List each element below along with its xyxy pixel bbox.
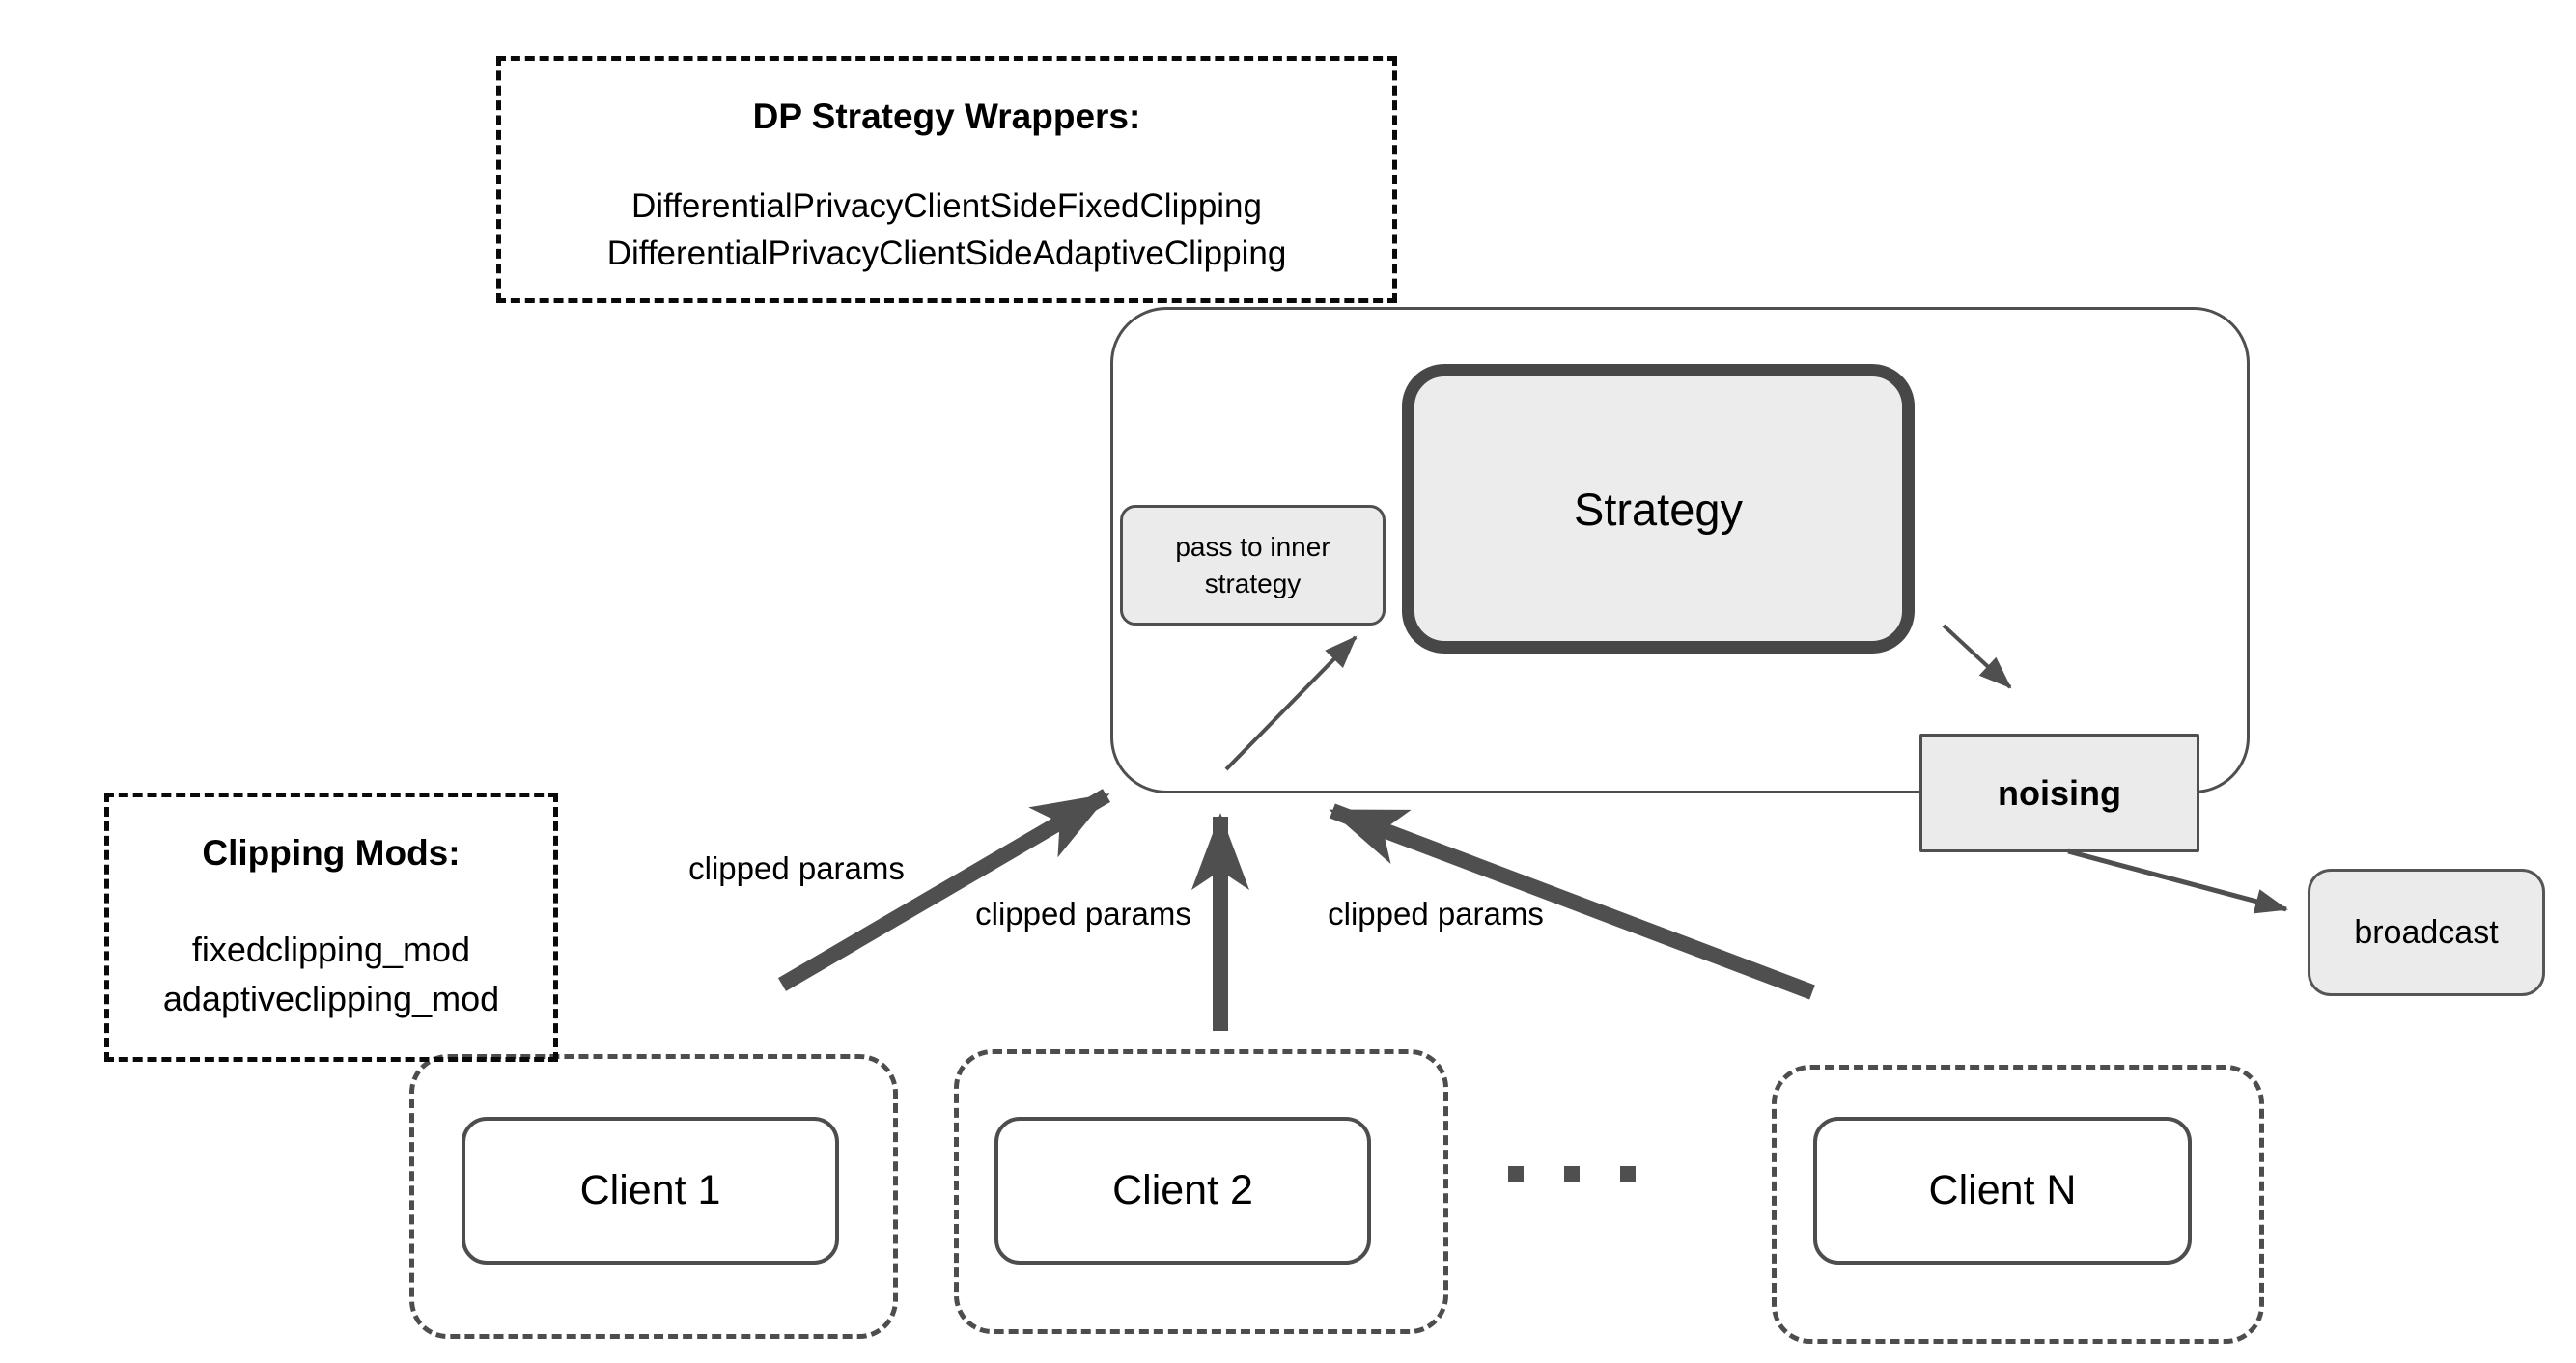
client-2-label: Client 2 xyxy=(1112,1167,1253,1213)
clipped-params-label-2: clipped params xyxy=(975,896,1191,932)
square-dot-icon xyxy=(1564,1166,1580,1182)
clipping-mods-title: Clipping Mods: xyxy=(202,833,461,873)
clipping-mod-name: fixedclipping_mod xyxy=(191,930,471,969)
client-2-box: Client 2 xyxy=(994,1117,1371,1265)
strategy-box: Strategy xyxy=(1402,364,1915,654)
client-n-dashed-box xyxy=(1772,1065,2264,1344)
strategy-label: Strategy xyxy=(1573,483,1744,535)
dp-strategy-wrappers-title: DP Strategy Wrappers: xyxy=(752,97,1141,136)
square-dot-icon xyxy=(1620,1166,1636,1182)
client-1-dashed-box xyxy=(409,1054,898,1339)
clipping-mods-items: fixedclipping_mod adaptiveclipping_mod xyxy=(109,925,553,1023)
noising-box: noising xyxy=(1919,734,2199,852)
broadcast-box: broadcast xyxy=(2308,869,2545,996)
clipped-params-label-3: clipped params xyxy=(1328,896,1544,932)
square-dot-icon xyxy=(1508,1166,1524,1182)
client-1-box: Client 1 xyxy=(462,1117,839,1265)
clipped-params-label-1: clipped params xyxy=(688,850,905,886)
wrapper-class-name: DifferentialPrivacyClientSideAdaptiveCli… xyxy=(606,235,1287,272)
clipping-mods-box: Clipping Mods: fixedclipping_mod adaptiv… xyxy=(104,793,558,1062)
ellipsis-dots-icon xyxy=(1508,1166,1653,1182)
client-1-label: Client 1 xyxy=(579,1167,721,1213)
client-2-dashed-box xyxy=(954,1049,1448,1334)
client-n-box: Client N xyxy=(1813,1117,2192,1265)
pass-to-inner-strategy-box: pass to inner strategy xyxy=(1120,505,1386,626)
client-n-label: Client N xyxy=(1928,1167,2077,1213)
clipping-mod-name: adaptiveclipping_mod xyxy=(162,979,500,1018)
dp-strategy-wrappers-box: DP Strategy Wrappers: DifferentialPrivac… xyxy=(496,56,1397,303)
noising-label: noising xyxy=(1998,772,2121,813)
pass-to-inner-strategy-label: pass to inner strategy xyxy=(1175,531,1330,598)
arrow-client1-to-server xyxy=(777,789,1111,991)
wrapper-class-name: DifferentialPrivacyClientSideFixedClippi… xyxy=(631,187,1262,225)
arrow-noising-to-broadcast xyxy=(2067,848,2288,914)
dp-strategy-wrappers-items: DifferentialPrivacyClientSideFixedClippi… xyxy=(501,182,1392,277)
broadcast-label: broadcast xyxy=(2354,913,2499,951)
